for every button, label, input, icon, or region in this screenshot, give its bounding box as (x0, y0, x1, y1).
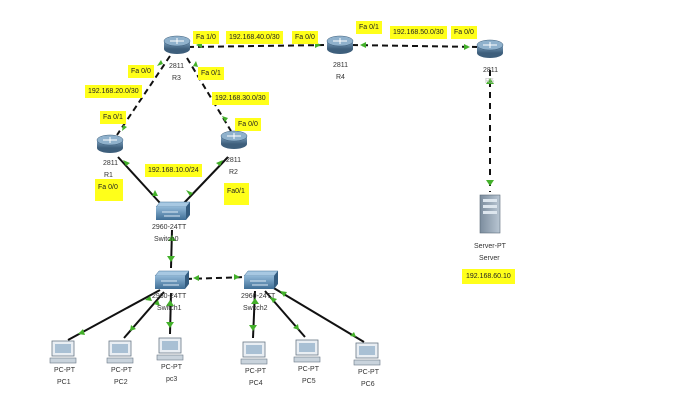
switch0-model-label: 2960-24TT (152, 224, 187, 231)
r4-name-label: R4 (336, 74, 345, 81)
net-r3-r4-label: 192.168.40.0/30 (226, 31, 283, 44)
server-ip-label: 192.168.60.10 (462, 269, 515, 284)
pc6-icon[interactable] (353, 342, 381, 366)
r2-model-label: 2811 (226, 157, 242, 164)
pc2-name-label: PC2 (114, 379, 128, 386)
link-r3-r1[interactable] (116, 55, 171, 136)
router-r3-icon[interactable] (163, 35, 191, 54)
pc1-icon[interactable] (49, 340, 77, 364)
pc5-name-label: PC5 (302, 378, 316, 385)
link-r3-r4[interactable] (187, 44, 329, 48)
router-r1-icon[interactable] (96, 134, 124, 153)
switch1-icon[interactable] (154, 270, 190, 289)
net-lan-label: 192.168.10.0/24 (145, 164, 202, 177)
r2-name-label: R2 (229, 169, 238, 176)
router-r5-icon[interactable] (476, 39, 504, 58)
link-r4-r5[interactable] (351, 44, 479, 48)
r4-model-label: 2811 (333, 62, 349, 69)
r1-fa00-label: Fa 0/0 (95, 179, 123, 201)
r4-fa00-label: Fa 0/0 (292, 31, 318, 44)
pc2-model-label: PC-PT (111, 367, 132, 374)
link-status-indicators (78, 42, 494, 337)
switch2-icon[interactable] (243, 270, 279, 289)
pc4-icon[interactable] (240, 341, 268, 365)
r5-model-label: 2811 (483, 67, 499, 74)
pc4-model-label: PC-PT (245, 368, 266, 375)
router-r2-icon[interactable] (220, 130, 248, 149)
r3-fa01-label: Fa 0/1 (198, 67, 224, 80)
switch0-icon[interactable] (155, 201, 191, 220)
router-r4-icon[interactable] (326, 35, 354, 54)
r1-name-label: R1 (104, 172, 113, 179)
server-model-label: Server-PT (474, 243, 506, 250)
pc4-name-label: PC4 (249, 380, 263, 387)
r4-fa01-label: Fa 0/1 (356, 21, 382, 34)
pc3-icon[interactable] (156, 337, 184, 361)
r3-name-label: R3 (172, 75, 181, 82)
r1-model-label: 2811 (103, 160, 119, 167)
r1-fa01-label: Fa 0/1 (100, 111, 126, 124)
switch0-name-label: Switch0 (154, 236, 179, 243)
pc5-icon[interactable] (293, 339, 321, 363)
link-r2-switch0[interactable] (183, 156, 229, 204)
pc1-model-label: PC-PT (54, 367, 75, 374)
r3-model-label: 2811 (169, 63, 185, 70)
pc3-name-label: pc3 (166, 376, 178, 383)
switch1-model-label: 2960-24TT (152, 293, 187, 300)
net-r4-r5-label: 192.168.50.0/30 (390, 26, 447, 39)
server-icon[interactable] (479, 194, 501, 234)
switch2-model-label: 2960-24TT (241, 293, 276, 300)
server-name-label: Server (479, 255, 500, 262)
switch2-name-label: Switch2 (243, 305, 268, 312)
link-switch2-pc6[interactable] (271, 286, 365, 343)
pc5-model-label: PC-PT (298, 366, 319, 373)
pc2-icon[interactable] (106, 340, 134, 364)
net-r3-r1-label: 192.168.20.0/30 (85, 85, 142, 98)
pc6-name-label: PC6 (361, 381, 375, 388)
pc3-model-label: PC-PT (161, 364, 182, 371)
switch1-name-label: Switch1 (157, 305, 182, 312)
r3-fa00-label: Fa 0/0 (128, 65, 154, 78)
net-r3-r2-label: 192.168.30.0/30 (212, 92, 269, 105)
r5-fa00-label: Fa 0/0 (451, 26, 477, 39)
r5-name-label: R5 (485, 78, 494, 85)
pc1-name-label: PC1 (57, 379, 71, 386)
r3-fa10-label: Fa 1/0 (193, 31, 219, 44)
r2-fa00-label: Fa 0/0 (235, 118, 261, 131)
pc6-model-label: PC-PT (358, 369, 379, 376)
r2-fa01-label: Fa0/1 (224, 183, 249, 205)
